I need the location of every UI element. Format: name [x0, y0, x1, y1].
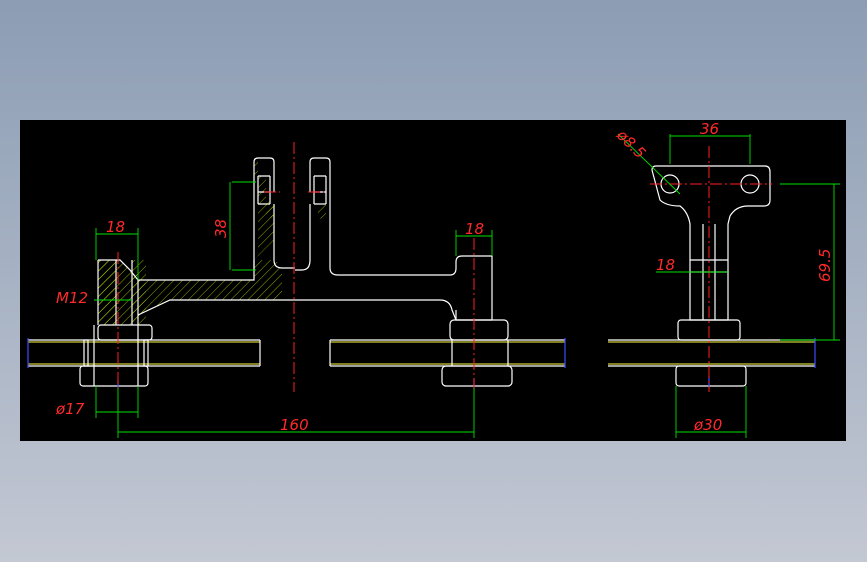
side-view: ø8.5 36 18 69.5 ø30: [608, 120, 840, 438]
dim-front-top-right: 18: [465, 220, 484, 238]
dim-side-width: 36: [700, 120, 719, 138]
right-fastener: [441, 319, 513, 388]
side-fastener: [675, 319, 747, 388]
cad-drawing-viewport[interactable]: 18 18 38 M12 ø17 160: [20, 120, 846, 441]
dim-front-bore: ø17: [55, 400, 85, 418]
side-plate: [608, 338, 816, 368]
front-dimension-lines: [94, 181, 493, 438]
side-centerlines: [650, 146, 772, 392]
left-fastener: [79, 324, 153, 388]
dim-front-thread: M12: [56, 289, 88, 307]
side-bracket: [651, 165, 771, 321]
front-view: 18 18 38 M12 ø17 160: [27, 142, 566, 438]
dim-front-top-left: 18: [106, 218, 125, 236]
dim-side-hole: ø8.5: [612, 125, 649, 162]
dim-side-base: ø30: [693, 416, 722, 434]
side-dimension-lines: [617, 133, 840, 438]
plate: [27, 338, 566, 368]
dim-front-height: 38: [212, 219, 230, 238]
dim-side-neck: 18: [656, 256, 675, 274]
front-centerlines: [117, 142, 475, 392]
dim-side-height: 69.5: [816, 249, 834, 282]
dim-front-span: 160: [280, 416, 309, 434]
cad-drawing: 18 18 38 M12 ø17 160: [27, 120, 840, 438]
